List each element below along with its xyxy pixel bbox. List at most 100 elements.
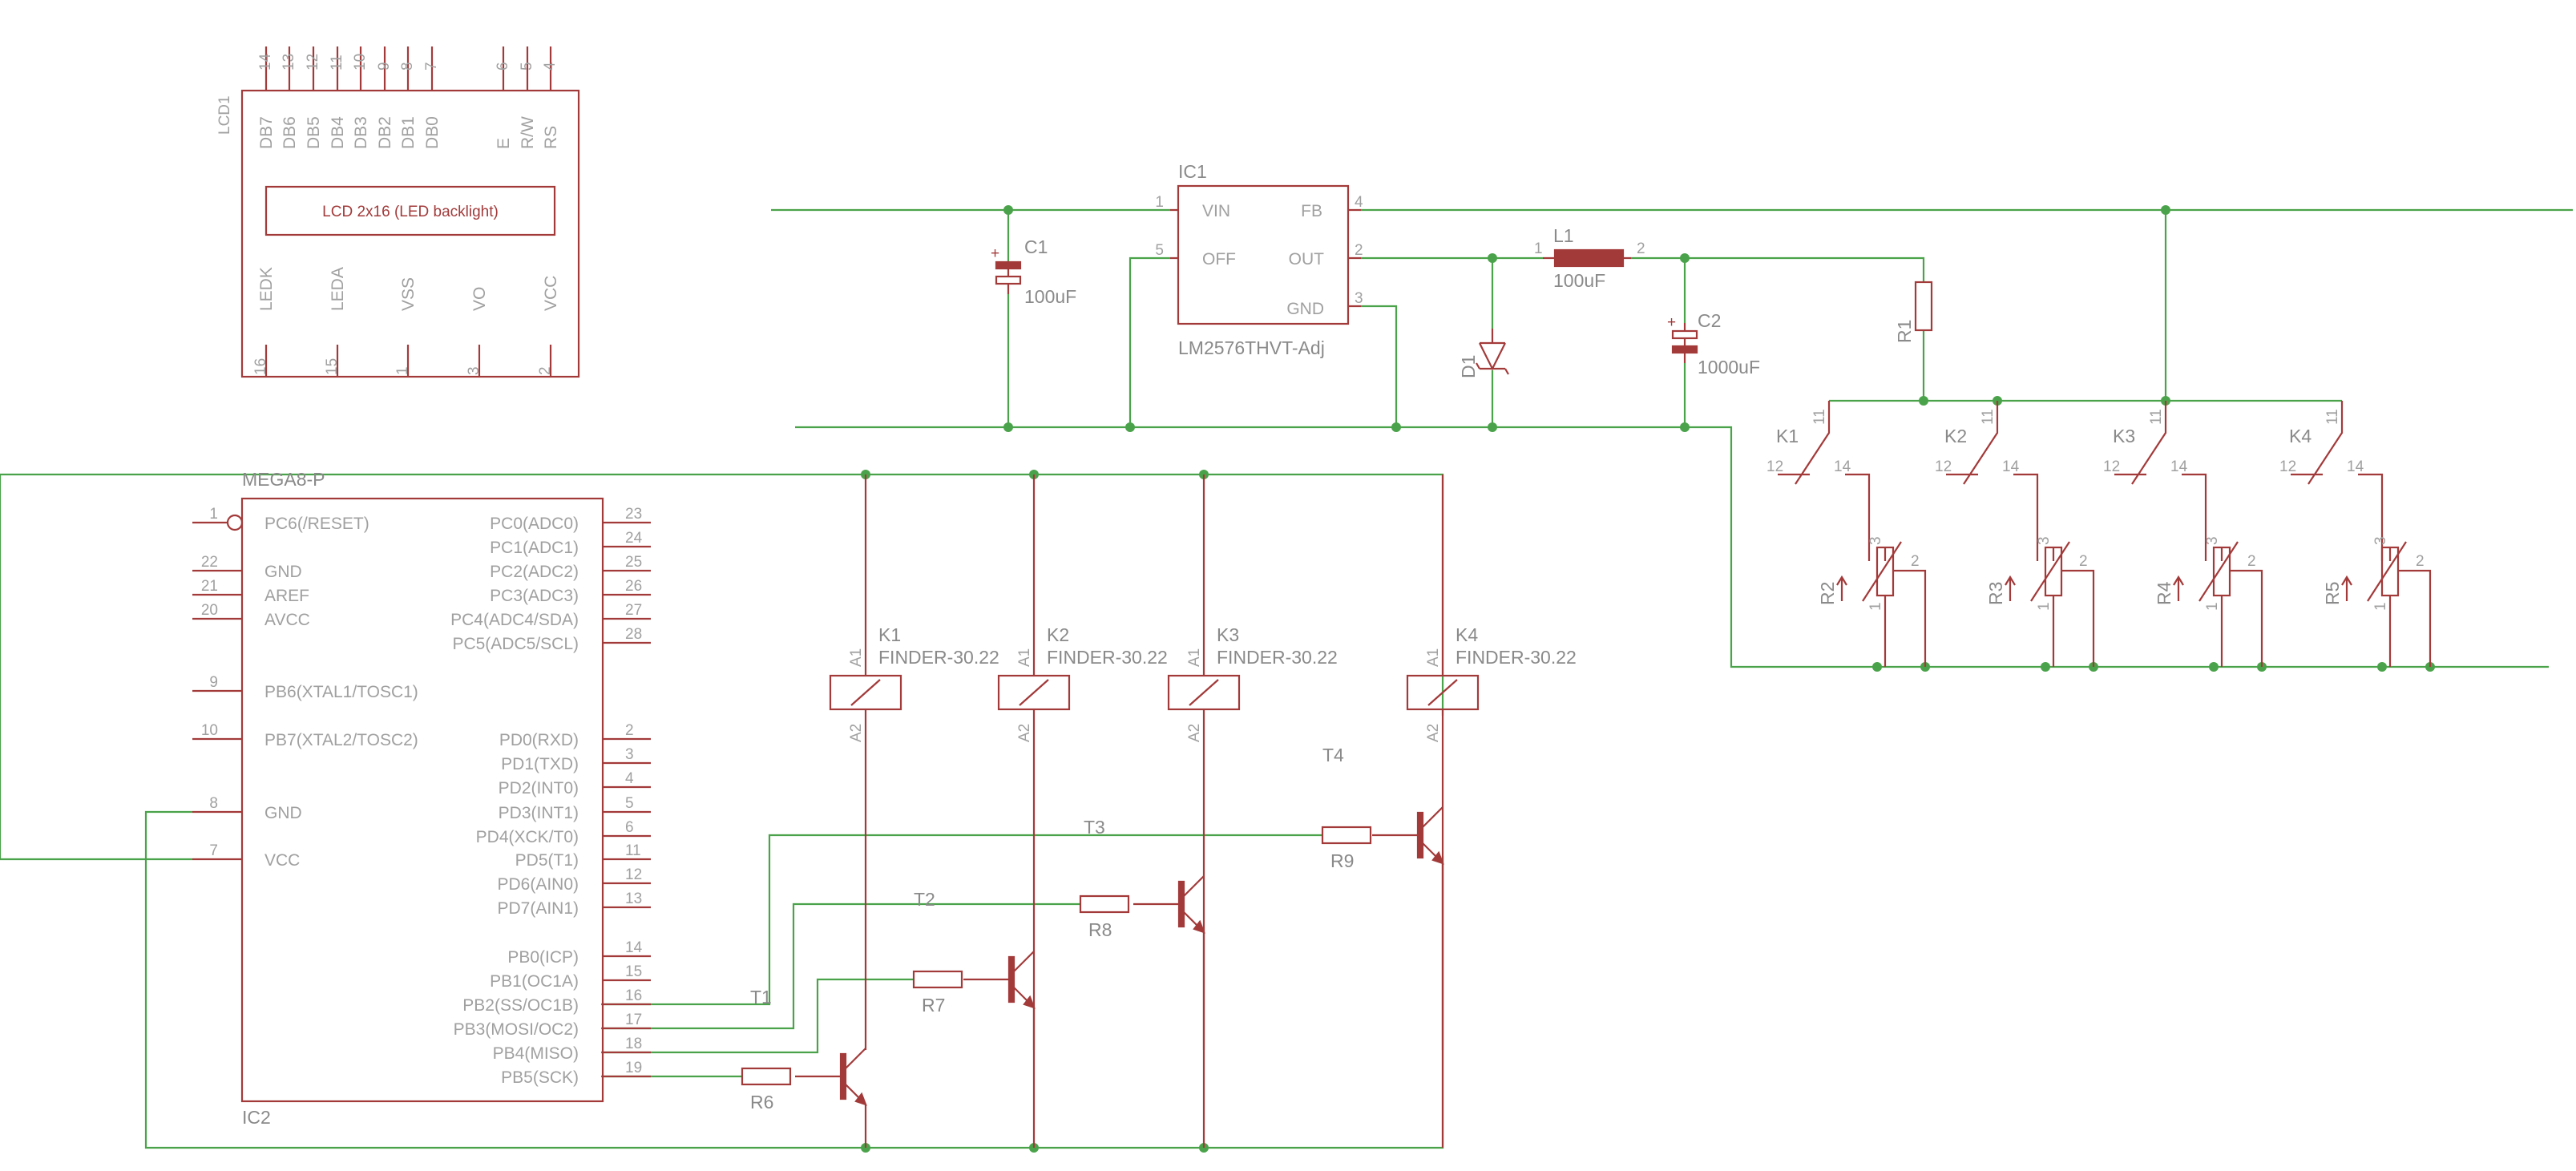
mcu-pin-label: PC6(/RESET) — [264, 515, 369, 533]
mcu-pin-number: 6 — [625, 819, 634, 836]
relay-coil-slash — [1019, 679, 1049, 706]
lcd-pin-label: DB6 — [281, 116, 299, 149]
reg-pin-number: 1 — [1155, 194, 1164, 211]
lcd-pin-number: 8 — [399, 62, 416, 71]
diode-d1: D1 — [1458, 329, 1509, 378]
lcd-pin-number: 6 — [495, 62, 511, 71]
contact-pin: 11 — [1811, 409, 1828, 425]
base-resistor — [1079, 894, 1130, 914]
mcu-reset-bubble — [226, 514, 244, 531]
pot-leads — [2220, 547, 2263, 667]
transistor-legs — [1183, 875, 1205, 1148]
reg-pin-number: 5 — [1155, 242, 1164, 259]
c2-value: 1000uF — [1698, 357, 1760, 378]
lcd-pin-number: 1 — [394, 366, 411, 375]
mcu-pin-number: 17 — [625, 1012, 642, 1028]
mcu-pin-number: 18 — [625, 1036, 642, 1052]
mcu-pin-number: 27 — [625, 602, 642, 619]
mcu-pin-number: 11 — [625, 842, 641, 859]
lcd-pin-label: DB0 — [423, 116, 442, 149]
reg-pin-number: 4 — [1355, 194, 1363, 211]
lcd-pin-number: 12 — [305, 54, 321, 71]
lcd-title-box — [264, 185, 556, 236]
mcu-pin-number: 26 — [625, 578, 642, 595]
relay-pin-a1: A1 — [1425, 648, 1442, 667]
mcu-pin-label: PD1(TXD) — [501, 755, 579, 773]
svg-text:+: + — [991, 245, 999, 262]
mcu-pin-number: 21 — [201, 578, 218, 595]
mcu-pin-label: PD3(INT1) — [499, 804, 579, 822]
relay-part: FINDER-30.22 — [1456, 647, 1577, 668]
lcd-pin-number: 7 — [423, 62, 440, 71]
relay-ref: K4 — [1456, 624, 1478, 645]
pot-wiper — [2030, 541, 2070, 602]
mcu-pin-number: 24 — [625, 530, 643, 547]
mcu-pin-number: 25 — [625, 554, 642, 571]
regulator-part: LM2576THVT-Adj — [1178, 337, 1325, 358]
lcd-body — [240, 89, 580, 378]
relay-contact — [1946, 401, 2039, 561]
pot-pin: 2 — [2079, 553, 2088, 570]
lcd-pin-label: DB1 — [399, 116, 418, 149]
pot-pin: 1 — [1867, 602, 1884, 611]
mcu-name: MEGA8-P — [242, 469, 325, 490]
reg-pin-label: VIN — [1202, 202, 1230, 220]
contact-ref: K3 — [2113, 426, 2135, 446]
mcu-pin-number: 20 — [201, 602, 218, 619]
relay-coil-slash — [1427, 679, 1458, 706]
lcd-pin-number: 11 — [329, 55, 345, 71]
relay-part: FINDER-30.22 — [1047, 647, 1168, 668]
relay-ref: K1 — [878, 624, 901, 645]
pot-ref: R5 — [2322, 582, 2343, 605]
contact-ref: K2 — [1944, 426, 1967, 446]
l1-value: 100uF — [1553, 270, 1605, 291]
pot-pin: 3 — [2372, 536, 2389, 545]
r1-ref: R1 — [1894, 320, 1915, 343]
contact-pin: 12 — [2279, 458, 2296, 475]
contact-ref: K1 — [1776, 426, 1799, 446]
transistor-ref: T3 — [1084, 817, 1105, 838]
pot-leads — [1884, 547, 1927, 667]
lcd-pin-number: 15 — [324, 358, 341, 375]
transistor-arrow — [1431, 850, 1444, 865]
mcu-pin-label: AREF — [264, 587, 309, 605]
mcu-pin-number: 19 — [625, 1060, 642, 1076]
mcu-pin-label: GND — [264, 804, 302, 822]
lcd-pin-number: 4 — [542, 62, 559, 71]
base-resistor — [1321, 826, 1372, 845]
lcd-pin-label: VCC — [542, 276, 560, 311]
junction-dots — [861, 205, 2435, 1153]
l1-pin: 2 — [1637, 240, 1645, 257]
lcd-pin-number: 5 — [519, 62, 535, 71]
contact-pin: 12 — [1935, 458, 1952, 475]
relay-coil-slash — [1189, 679, 1219, 706]
pot-pin: 2 — [2416, 553, 2425, 570]
relay-contact — [2291, 401, 2384, 561]
pot-wiper — [2198, 541, 2239, 602]
pot-pin: 2 — [1911, 553, 1920, 570]
mcu-pin-label: PC4(ADC4/SDA) — [450, 611, 579, 629]
mcu-pin-number: 13 — [625, 890, 642, 907]
lcd-pin-number: 3 — [466, 366, 482, 375]
contact-pin: 14 — [2170, 458, 2188, 475]
mcu-pin-number: 12 — [625, 866, 642, 883]
mcu-pin-number: 14 — [625, 939, 643, 956]
relay-pin-a2: A2 — [848, 724, 865, 742]
mcu-pin-label: PB3(MOSI/OC2) — [454, 1020, 579, 1039]
transistor-base-bar — [839, 1052, 847, 1100]
lcd-pin-label: LEDA — [329, 267, 347, 311]
lcd-pin-label: R/W — [519, 116, 537, 149]
contact-pin: 11 — [2148, 409, 2165, 425]
regulator-ref: IC1 — [1178, 161, 1207, 182]
mcu-ref: IC2 — [242, 1107, 271, 1128]
relay-part: FINDER-30.22 — [1217, 647, 1338, 668]
mcu-pin-label: PD6(AIN0) — [497, 875, 579, 894]
contact-pin: 11 — [2324, 409, 2341, 425]
contact-pin: 12 — [2103, 458, 2120, 475]
mcu-pin-label: AVCC — [264, 611, 310, 629]
lcd-pin-number: 2 — [537, 366, 554, 375]
pot-adjust-mark — [2173, 575, 2184, 601]
lcd-pin-number: 16 — [252, 358, 269, 375]
